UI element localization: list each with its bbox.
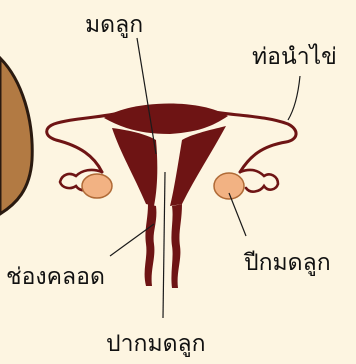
right-ovary xyxy=(214,173,244,199)
label-cervix: ปากมดลูก xyxy=(106,331,206,357)
label-fallopian-tube: ท่อนำไข่ xyxy=(252,43,337,70)
label-uterus: มดลูก xyxy=(85,12,143,38)
left-ovary xyxy=(82,174,112,198)
label-vagina: ช่องคลอด xyxy=(6,264,105,290)
label-ovary: ปีกมดลูก xyxy=(243,250,330,276)
